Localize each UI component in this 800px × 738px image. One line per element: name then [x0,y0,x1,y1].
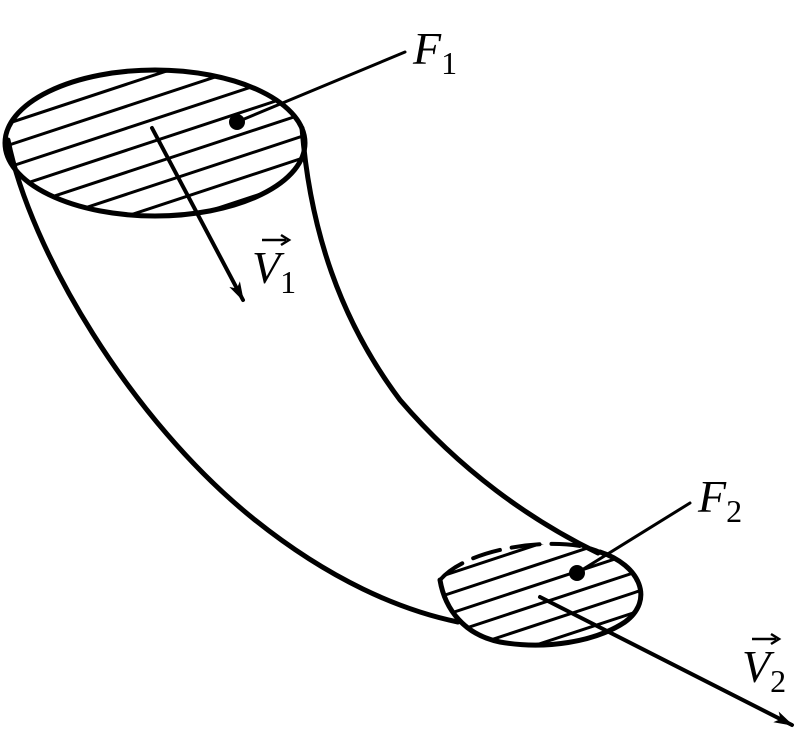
vector-arrow-icon [752,632,782,646]
section-f2-outline-hidden [438,541,602,582]
vector-arrow-icon [262,233,292,247]
hatch-line [440,582,641,646]
hatch-line [440,562,641,642]
hatch-line [0,0,320,60]
label-f2: F2 [697,471,742,529]
hatch-line [5,150,305,216]
velocity-v2-arrow [538,595,794,727]
hatch-line [440,642,641,646]
hatch-line [440,543,641,622]
f1-center-dot [229,114,245,130]
f1-leader-line [235,50,407,124]
tube-left-wall [5,137,461,625]
svg-text:V1: V1 [252,242,296,300]
hatch-line [5,106,305,216]
hatch-line [440,622,641,646]
hatch-line [440,543,641,582]
svg-text:V2: V2 [742,641,786,699]
hatch-line [440,602,641,646]
section-f1-outline [2,67,308,219]
label-f1: F1 [412,23,457,81]
hatch-line [5,70,305,106]
label-v1: V1 [252,233,296,300]
hatch-line [5,70,305,128]
hatch-line [5,128,305,216]
label-v2: V2 [742,632,786,699]
hatch-line [440,543,641,602]
f2-center-dot [569,565,585,581]
f2-leader-line [575,501,692,575]
velocity-v1-arrow [150,126,245,302]
hatch-line [5,70,305,150]
tube-right-wall [299,125,601,556]
hatch-line [5,70,305,172]
hatch-line [430,664,660,738]
section-f2-outline-front [437,549,644,648]
